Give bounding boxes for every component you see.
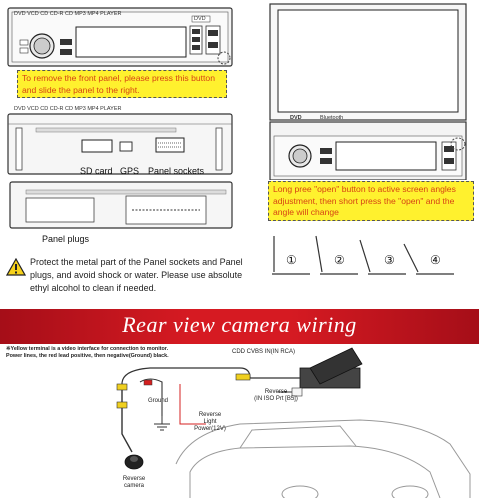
angle-2-label: ② xyxy=(334,253,345,267)
warning-text: Protect the metal part of the Panel sock… xyxy=(30,257,243,293)
angle-1-label: ① xyxy=(286,253,297,267)
section-banner: Rear view camera wiring xyxy=(0,309,479,344)
front-panel-illustration xyxy=(7,7,233,67)
wiring-diagram xyxy=(116,347,471,498)
banner-title: Rear view camera wiring xyxy=(122,312,357,337)
ground-label: Ground xyxy=(147,398,168,404)
panel-plugs-label: Panel plugs xyxy=(42,234,90,244)
angle-3-label: ③ xyxy=(384,253,395,267)
reverse-camera-label-1: Reverse xyxy=(122,476,146,482)
remove-panel-note: To remove the front panel, please press … xyxy=(17,70,227,98)
chassis-illustration xyxy=(7,113,233,175)
wiring-note-line-2: Power lines, the red lead positive, then… xyxy=(6,353,169,359)
front-panel-model-text: DVD VCD CD CD-R CD MP3 MP4 PLAYER xyxy=(14,11,122,17)
screen-badge-bluetooth: Bluetooth xyxy=(320,115,344,121)
front-panel-badge: DVD xyxy=(194,16,206,22)
wiring-note-line-1: ※Yellow terminal is a video interface fo… xyxy=(6,346,169,352)
gps-label: GPS xyxy=(120,166,140,176)
panel-sockets-label: Panel sockets xyxy=(148,166,205,176)
reverse-power-label-3: Power(12V) xyxy=(194,426,226,432)
warning-icon xyxy=(6,258,26,276)
reverse-label-1: Reverse xyxy=(264,389,288,395)
sd-card-label: SD card xyxy=(80,166,113,176)
chassis-model-text: DVD VCD CD CD-R CD MP3 MP4 PLAYER xyxy=(14,106,122,112)
screen-unit-illustration xyxy=(269,3,467,180)
reverse-label-2: (IN ISO Prt [B5]) xyxy=(254,396,298,402)
reverse-camera-label-2: camera xyxy=(123,483,144,489)
screen-badge-dvd: DVD xyxy=(290,115,302,121)
wiring-note: ※Yellow terminal is a video interface fo… xyxy=(6,346,306,360)
reverse-power-label-2: Light xyxy=(203,419,217,425)
angle-adjust-note: Long pree "open" button to active screen… xyxy=(268,181,474,221)
angle-4-label: ④ xyxy=(430,253,441,267)
cdd-cvbs-label: CDD CVBS IN(IN RCA) xyxy=(232,349,296,355)
reverse-power-label-1: Reverse xyxy=(198,412,222,418)
angle-positions-illustration xyxy=(272,235,454,275)
panel-back-illustration xyxy=(9,181,233,229)
